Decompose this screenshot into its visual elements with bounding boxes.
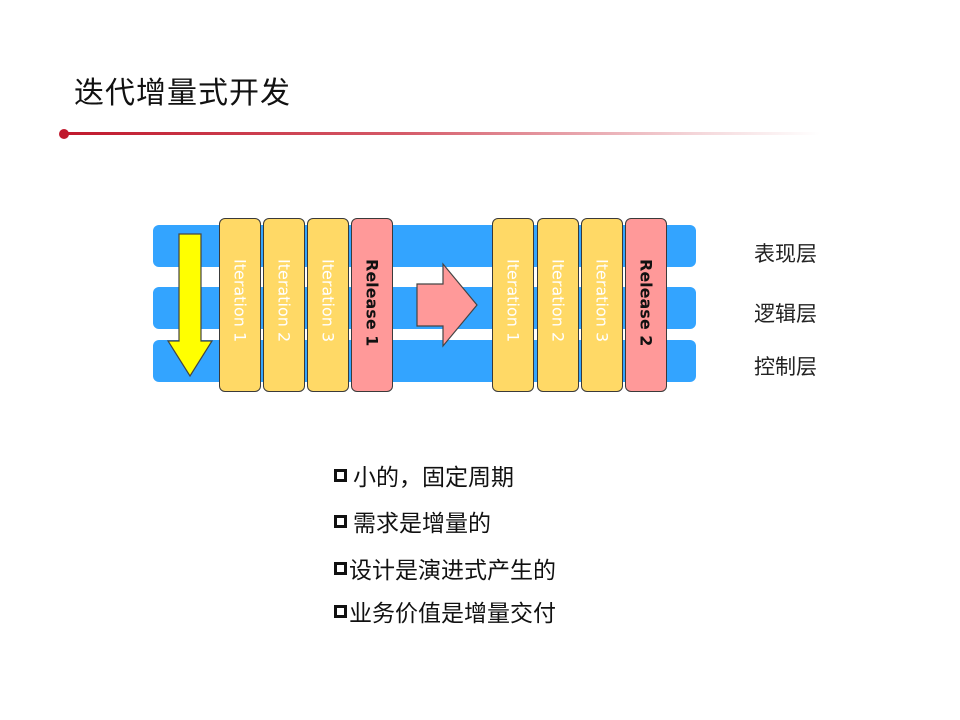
group1-block-release-1: Release 1 bbox=[351, 218, 393, 392]
layer-label-presentation: 表现层 bbox=[754, 242, 817, 266]
bullet-text: 设计是演进式产生的 bbox=[349, 558, 556, 584]
block-label: Iteration 3 bbox=[592, 259, 612, 343]
block-label: Iteration 2 bbox=[274, 259, 294, 343]
block-label: Iteration 2 bbox=[548, 259, 568, 343]
list-item: 业务价值是增量交付 bbox=[334, 594, 556, 628]
block-label: Iteration 1 bbox=[230, 259, 250, 343]
group1-block-iteration-1: Iteration 1 bbox=[219, 218, 261, 392]
group2-block-iteration-3: Iteration 3 bbox=[581, 218, 623, 392]
group2-block-iteration-1: Iteration 1 bbox=[492, 218, 534, 392]
group1-block-iteration-2: Iteration 2 bbox=[263, 218, 305, 392]
block-label: Release 2 bbox=[636, 259, 656, 347]
group2-block-iteration-2: Iteration 2 bbox=[537, 218, 579, 392]
square-bullet-icon bbox=[334, 468, 347, 482]
bullet-text: 小的，固定周期 bbox=[353, 465, 514, 491]
right-arrow-icon bbox=[416, 262, 478, 348]
square-bullet-icon bbox=[334, 604, 347, 618]
down-arrow-icon bbox=[166, 233, 214, 378]
title-underline bbox=[60, 132, 820, 135]
square-bullet-icon bbox=[334, 561, 347, 575]
title-underline-dot bbox=[59, 129, 69, 139]
bullet-text: 需求是增量的 bbox=[353, 511, 491, 537]
bullet-text: 业务价值是增量交付 bbox=[349, 601, 556, 627]
block-label: Iteration 3 bbox=[318, 259, 338, 343]
square-bullet-icon bbox=[334, 514, 347, 528]
group1-block-iteration-3: Iteration 3 bbox=[307, 218, 349, 392]
list-item: 小的，固定周期 bbox=[334, 458, 514, 492]
layer-label-logic: 逻辑层 bbox=[754, 302, 817, 326]
group2-block-release-2: Release 2 bbox=[625, 218, 667, 392]
block-label: Release 1 bbox=[362, 259, 382, 347]
block-label: Iteration 1 bbox=[503, 259, 523, 343]
page-title: 迭代增量式开发 bbox=[74, 76, 291, 111]
list-item: 需求是增量的 bbox=[334, 504, 491, 538]
layer-label-control: 控制层 bbox=[754, 355, 817, 379]
list-item: 设计是演进式产生的 bbox=[334, 551, 556, 585]
